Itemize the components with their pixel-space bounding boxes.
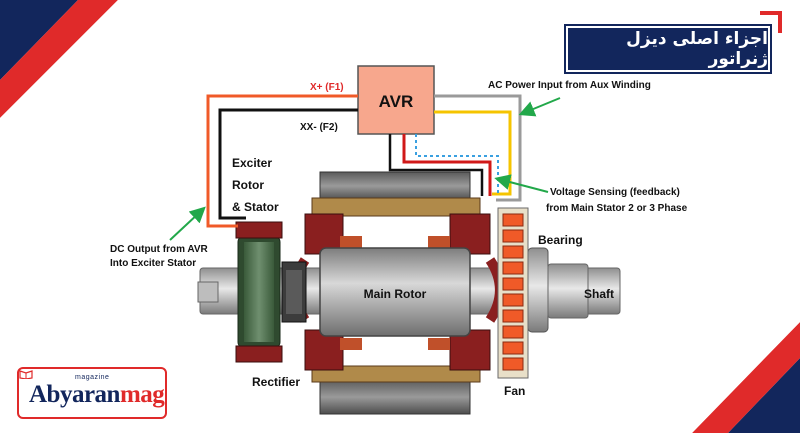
corner-decoration-top-left: [0, 0, 128, 128]
exciter-label-2: Rotor: [232, 178, 264, 192]
arrow-ac-input: [518, 97, 561, 117]
fan: [497, 207, 529, 379]
logo-wordmark: Abyaranmag: [29, 381, 165, 409]
dc-output-label-1: DC Output from AVR: [110, 244, 209, 255]
corner-bracket-top-right: [760, 11, 782, 33]
dc-output-label-2: Into Exciter Stator: [110, 258, 196, 269]
logo-subtitle: magazine: [75, 374, 110, 381]
logo-part-1: Abyaran: [29, 381, 120, 408]
xx-minus-label: XX- (F2): [300, 122, 338, 133]
ac-input-label: AC Power Input from Aux Winding: [488, 80, 651, 91]
logo: magazine Abyaranmag: [17, 367, 167, 419]
shaft-label: Shaft: [584, 287, 614, 301]
exciter-label-1: Exciter: [232, 156, 272, 170]
voltage-label-2: from Main Stator 2 or 3 Phase: [546, 203, 688, 214]
exciter: [235, 221, 307, 363]
bearing: [527, 247, 549, 333]
main-stator: [311, 171, 481, 415]
voltage-label-1: Voltage Sensing (feedback): [550, 187, 680, 198]
arrow-dc-output: [169, 206, 206, 241]
main-rotor: [319, 247, 471, 337]
book-icon: [19, 370, 33, 379]
rectifier-label: Rectifier: [252, 375, 300, 389]
corner-decoration-bottom-right: [682, 312, 800, 433]
wiring: [206, 94, 522, 228]
arrow-voltage-sensing: [494, 174, 549, 193]
bearing-label: Bearing: [538, 233, 583, 247]
logo-part-2: mag: [119, 381, 165, 408]
main-rotor-label: Main Rotor: [364, 287, 427, 301]
fan-label: Fan: [504, 384, 525, 398]
page-title: اجزاء اصلی دیزل ژنراتور: [566, 26, 770, 72]
x-plus-label: X+ (F1): [310, 82, 344, 93]
exciter-label-3: & Stator: [232, 200, 279, 214]
avr-box: [357, 65, 435, 135]
avr-label: AVR: [379, 92, 414, 111]
